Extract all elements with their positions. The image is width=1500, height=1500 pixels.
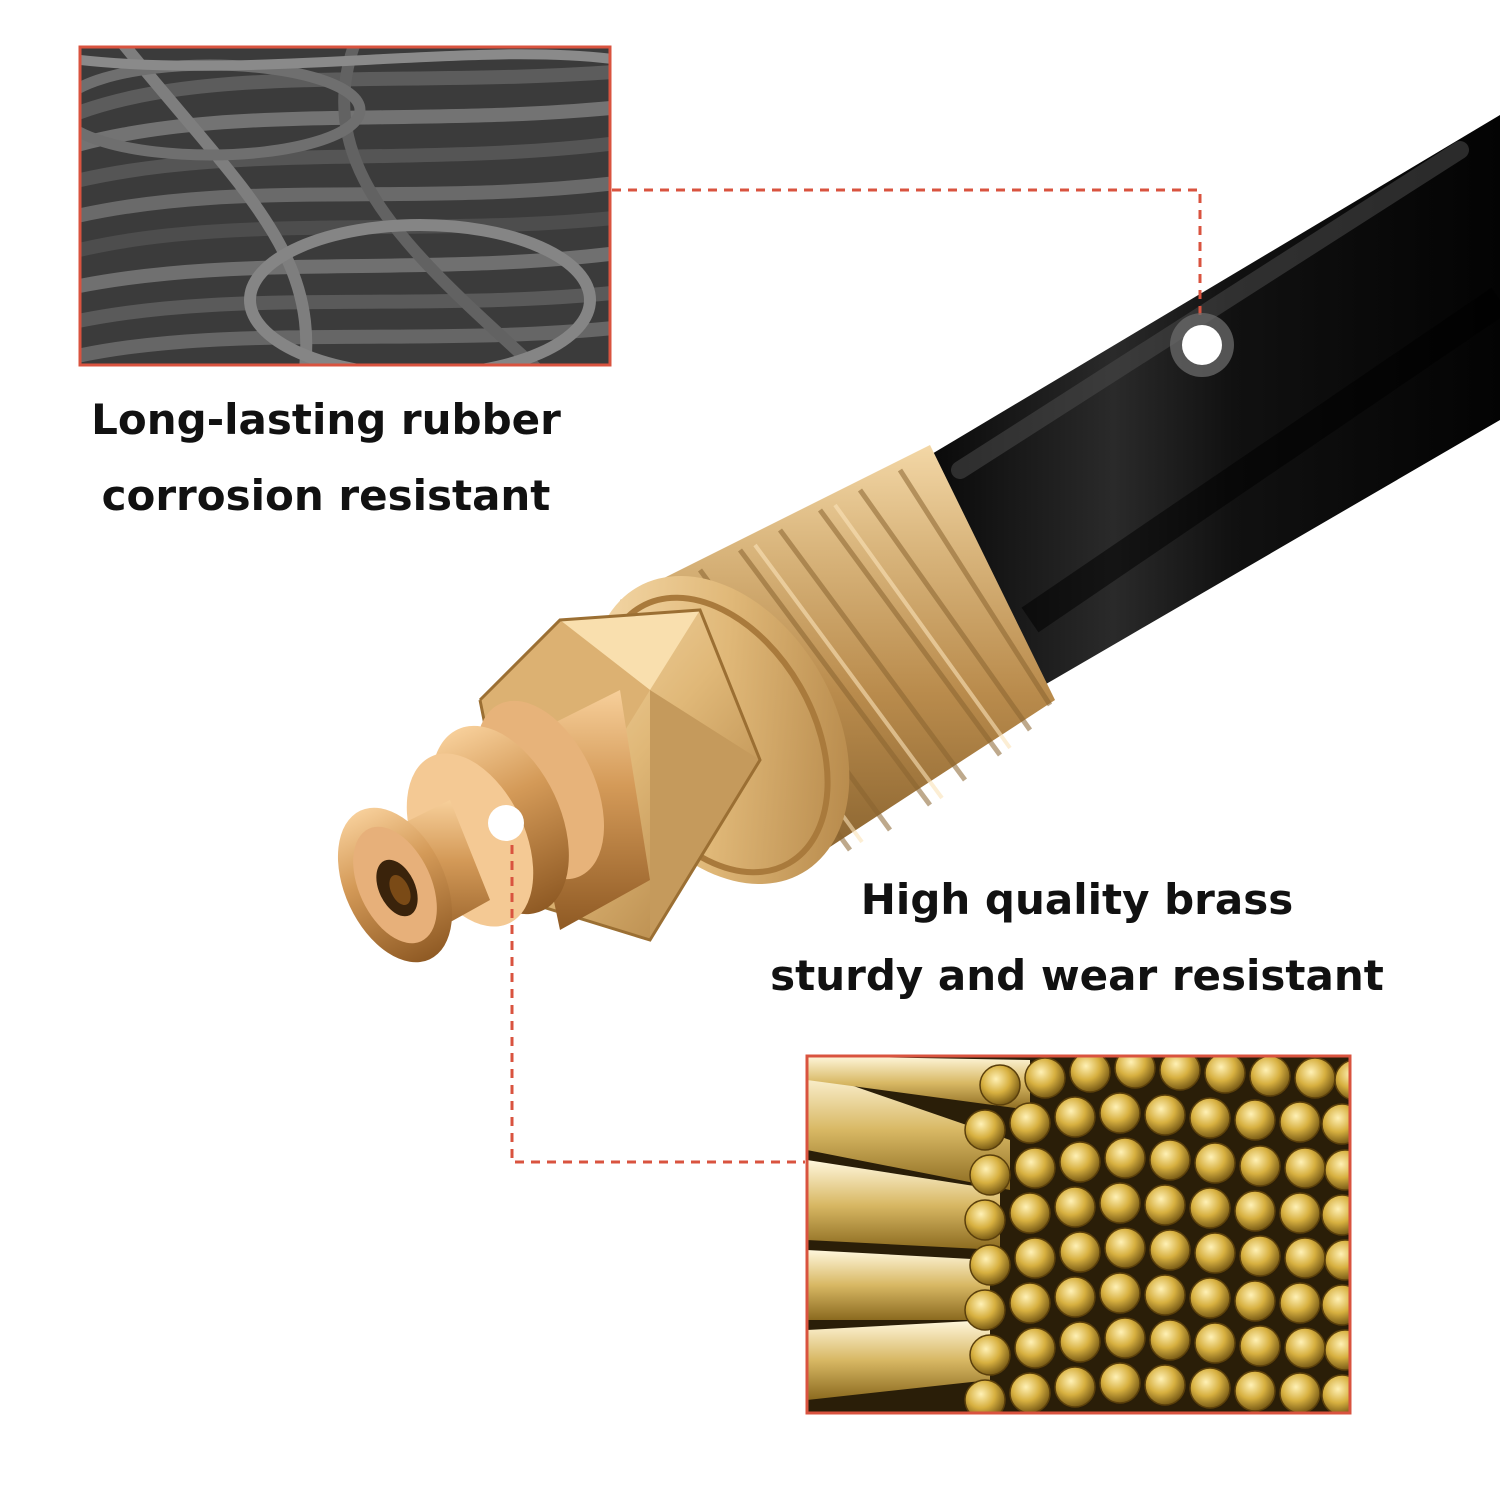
brass-detail-inset bbox=[805, 1054, 1352, 1415]
callout-leaders bbox=[510, 188, 1202, 1164]
rubber-detail-inset bbox=[78, 45, 612, 367]
brass-feature-caption: High quality brass sturdy and wear resis… bbox=[760, 862, 1394, 1014]
rubber-caption-line1: Long-lasting rubber bbox=[91, 395, 561, 444]
quick-connect-plug bbox=[337, 690, 650, 963]
rubber-leader-line bbox=[612, 188, 1202, 315]
callout-dot-rubber bbox=[1170, 313, 1234, 377]
brass-leader-line bbox=[510, 845, 805, 1164]
callout-dot-brass bbox=[488, 805, 524, 841]
rubber-caption-line2: corrosion resistant bbox=[101, 471, 551, 520]
rubber-hose bbox=[905, 115, 1500, 705]
brass-caption-line1: High quality brass bbox=[860, 875, 1294, 924]
rubber-feature-caption: Long-lasting rubber corrosion resistant bbox=[40, 382, 612, 534]
brass-caption-line2: sturdy and wear resistant bbox=[770, 951, 1384, 1000]
